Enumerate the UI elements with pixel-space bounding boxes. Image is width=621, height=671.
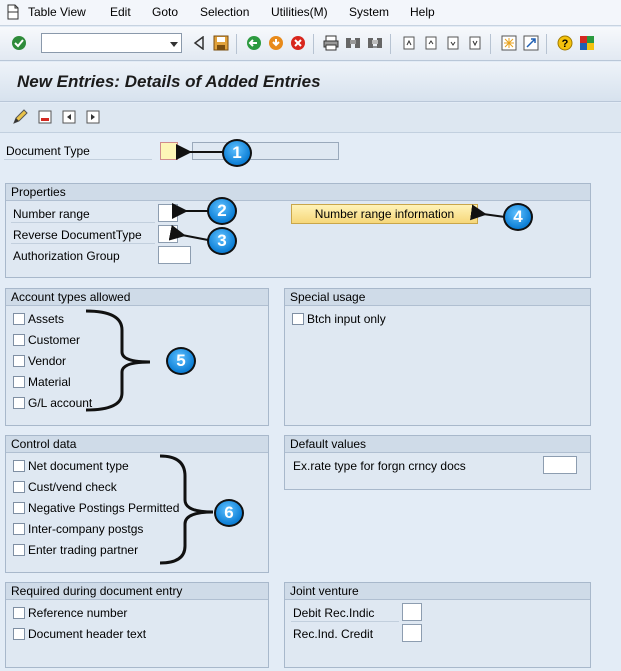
gl-account-label: G/L account [28,396,93,410]
ex-rate-type-input[interactable] [543,456,577,474]
menu-bar: Table View Edit Goto Selection Utilities… [0,0,621,26]
standard-toolbar: ? [0,27,621,61]
delete-icon[interactable] [37,109,53,125]
help-icon[interactable]: ? [556,34,574,52]
material-checkbox[interactable] [13,376,25,388]
inter-company-label: Inter-company postgs [28,522,144,536]
batch-input-checkbox[interactable] [292,313,304,325]
chevron-down-icon[interactable] [169,38,179,48]
find-next-icon[interactable] [366,34,384,52]
callout-6: 6 [214,499,244,527]
menu-selection[interactable]: Selection [200,5,250,19]
inter-company-checkbox[interactable] [13,523,25,535]
menu-edit[interactable]: Edit [110,5,131,19]
back-icon[interactable] [245,34,263,52]
reference-number-label: Reference number [28,606,128,620]
next-page-icon[interactable] [444,34,462,52]
doc-header-text-label: Document header text [28,627,147,641]
number-range-input[interactable] [158,204,178,222]
reverse-doc-type-label: Reverse DocumentType [13,228,142,242]
application-toolbar [0,103,621,133]
number-range-label: Number range [13,207,90,221]
debit-rec-indic-label: Debit Rec.Indic [293,606,375,620]
properties-title: Properties [6,184,590,201]
save-icon[interactable] [212,34,230,52]
batch-input-label: Btch input only [307,312,386,326]
svg-text:?: ? [562,38,569,50]
cancel-icon[interactable] [289,34,307,52]
net-doc-type-label: Net document type [28,459,129,473]
vendor-checkbox[interactable] [13,355,25,367]
material-label: Material [28,375,71,389]
control-data-title: Control data [6,436,268,453]
net-doc-type-checkbox[interactable] [13,460,25,472]
create-session-icon[interactable] [500,34,518,52]
vendor-label: Vendor [28,354,67,368]
assets-label: Assets [28,312,65,326]
customer-checkbox[interactable] [13,334,25,346]
last-page-icon[interactable] [466,34,484,52]
special-usage-title: Special usage [285,289,590,306]
ex-rate-type-label: Ex.rate type for forgn crncy docs [293,459,466,473]
document-type-input[interactable] [160,142,178,160]
special-usage-group: Special usage [284,288,591,426]
document-type-label: Document Type [6,144,90,158]
menu-system[interactable]: System [349,5,390,19]
required-entry-title: Required during document entry [6,583,268,600]
previous-entry-icon[interactable] [61,109,77,125]
default-values-group: Default values [284,435,591,490]
enter-check-icon[interactable] [10,34,28,52]
first-page-icon[interactable] [400,34,418,52]
properties-group: Properties [5,183,591,278]
command-field[interactable] [41,33,182,53]
number-range-info-button[interactable]: Number range information [291,204,478,224]
print-icon[interactable] [322,34,340,52]
title-bar: New Entries: Details of Added Entries [0,62,621,102]
shortcut-icon[interactable] [522,34,540,52]
reverse-doc-type-input[interactable] [158,225,178,243]
gl-account-checkbox[interactable] [13,397,25,409]
exit-icon[interactable] [267,34,285,52]
joint-venture-title: Joint venture [285,583,590,600]
assets-checkbox[interactable] [13,313,25,325]
joint-venture-group: Joint venture [284,582,591,668]
document-type-description [192,142,339,160]
cust-vend-check-label: Cust/vend check [28,480,117,494]
authorization-group-input[interactable] [158,246,191,264]
default-values-title: Default values [285,436,590,453]
negative-postings-label: Negative Postings Permitted [28,501,180,515]
find-icon[interactable] [344,34,362,52]
callout-2: 2 [207,197,237,225]
required-entry-group: Required during document entry [5,582,269,668]
page-title: New Entries: Details of Added Entries [17,72,321,91]
menu-help[interactable]: Help [410,5,435,19]
previous-page-icon[interactable] [422,34,440,52]
customer-label: Customer [28,333,81,347]
menu-utilities[interactable]: Utilities(M) [271,5,328,19]
trading-partner-checkbox[interactable] [13,544,25,556]
account-types-title: Account types allowed [6,289,268,306]
negative-postings-checkbox[interactable] [13,502,25,514]
callout-5: 5 [166,347,196,375]
callout-4: 4 [503,203,533,231]
trading-partner-label: Enter trading partner [28,543,139,557]
doc-header-text-checkbox[interactable] [13,628,25,640]
debit-rec-indic-input[interactable] [402,603,422,621]
credit-rec-ind-label: Rec.Ind. Credit [293,627,374,641]
reference-number-checkbox[interactable] [13,607,25,619]
callout-3: 3 [207,227,237,255]
next-entry-icon[interactable] [85,109,101,125]
menu-goto[interactable]: Goto [152,5,179,19]
display-change-icon[interactable] [12,109,28,125]
callout-1: 1 [222,139,252,167]
menu-document-icon[interactable] [6,4,20,20]
cust-vend-check-checkbox[interactable] [13,481,25,493]
authorization-group-label: Authorization Group [13,249,120,263]
layout-menu-icon[interactable] [578,34,596,52]
credit-rec-ind-input[interactable] [402,624,422,642]
menu-table-view[interactable]: Table View [28,5,86,19]
back-triangle-icon[interactable] [190,34,208,52]
